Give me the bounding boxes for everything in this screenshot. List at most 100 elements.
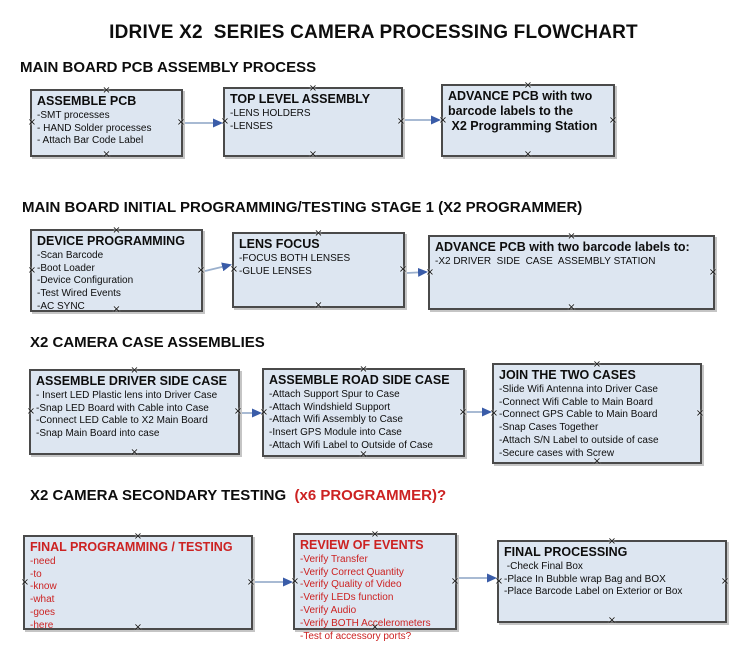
connection-handle-right: ×: [398, 264, 408, 275]
connection-handle-left: ×: [438, 114, 448, 126]
box-title: ASSEMBLE PCB: [37, 94, 137, 108]
connection-handle-right: ×: [720, 575, 730, 587]
box-item: -Test of accessory ports?: [300, 630, 412, 642]
flow-box-device-programming: DEVICE PROGRAMMING -Scan Barcode -Boot L…: [27, 226, 206, 315]
section-heading-initial-programming: MAIN BOARD INITIAL PROGRAMMING/TESTING S…: [22, 199, 582, 216]
flow-box-advance-pcb-driver-side-station: ADVANCE PCB with two barcode labels to: …: [426, 232, 718, 313]
flow-arrow: [406, 267, 428, 277]
connection-handle-left: ×: [494, 575, 504, 587]
section-heading-text: X2 CAMERA SECONDARY TESTING: [30, 487, 295, 504]
box-title: DEVICE PROGRAMMING: [37, 234, 185, 248]
connection-handle-left: ×: [259, 406, 269, 418]
connection-handle-right: ×: [458, 406, 468, 418]
box-item: -Connect LED Cable to X2 Main Board: [36, 415, 208, 427]
box-item: -Verify BOTH Accelerometers: [300, 617, 431, 629]
connection-handle-left: ×: [27, 117, 37, 128]
flow-box-assemble-pcb: ASSEMBLE PCB -SMT processes - HAND Solde…: [27, 86, 186, 160]
connection-handle-right: ×: [176, 117, 186, 128]
box-item: -LENSES: [230, 120, 273, 132]
box-item: -Place In Bubble wrap Bag and BOX: [504, 573, 666, 585]
connection-handle-bottom: ×: [308, 149, 318, 160]
flow-box-join-two-cases: JOIN THE TWO CASES -Slide Wifi Antenna i…: [489, 360, 704, 467]
connection-handle-left: ×: [290, 575, 300, 587]
box-item: -need: [30, 555, 56, 567]
flow-box-final-programming-testing: FINAL PROGRAMMING / TESTING -need -to -k…: [20, 532, 256, 633]
box-item: -Verify Transfer: [300, 553, 368, 565]
box-title: ASSEMBLE DRIVER SIDE CASE: [36, 374, 228, 388]
connection-handle-right: ×: [233, 406, 243, 417]
connection-handle-right: ×: [196, 264, 206, 276]
box-title: TOP LEVEL ASSEMBLY: [230, 92, 371, 106]
section-heading-text: MAIN BOARD PCB ASSEMBLY PROCESS: [20, 59, 317, 76]
page-title: IDRIVE X2 SERIES CAMERA PROCESSING FLOWC…: [109, 22, 638, 43]
box-title: REVIEW OF EVENTS: [300, 538, 424, 552]
box-title: JOIN THE TWO CASES: [499, 368, 636, 382]
connection-handle-left: ×: [489, 407, 499, 419]
flow-box-assemble-driver-side-case: ASSEMBLE DRIVER SIDE CASE - Insert LED P…: [26, 366, 243, 458]
section-heading-text: X2 CAMERA CASE ASSEMBLIES: [30, 334, 265, 351]
box-item: -Device Configuration: [37, 275, 134, 287]
connection-handle-left: ×: [27, 264, 37, 276]
section-heading-case-assemblies: X2 CAMERA CASE ASSEMBLIES: [30, 334, 265, 351]
connection-handle-left: ×: [20, 576, 30, 588]
box-title: ADVANCE PCB with two barcode labels to t…: [448, 89, 598, 133]
connection-handle-bottom: ×: [102, 149, 111, 160]
connection-handle-bottom: ×: [523, 149, 533, 160]
box-item: -Secure cases with Screw: [499, 447, 615, 459]
box-item: -Attach Support Spur to Case: [269, 388, 400, 400]
box-item: -GLUE LENSES: [239, 265, 312, 277]
box-item: -Snap LED Board with Cable into Case: [36, 402, 209, 414]
box-item: -Boot Loader: [37, 262, 95, 274]
box-item: -Attach S/N Label to outside of case: [499, 434, 659, 446]
connection-handle-right: ×: [708, 266, 718, 278]
box-item: -Attach Wifi Assembly to Case: [269, 414, 403, 426]
box-item: -Verify Correct Quantity: [300, 566, 404, 578]
box-item: -SMT processes: [37, 109, 110, 121]
box-item: -Check Final Box: [504, 560, 583, 572]
box-item: -X2 DRIVER SIDE CASE ASSEMBLY STATION: [435, 255, 656, 267]
section-heading-secondary-testing: X2 CAMERA SECONDARY TESTING (x6 PROGRAMM…: [30, 487, 446, 504]
box-item: -Snap Cases Together: [499, 422, 599, 434]
box-item: -Attach Wifi Label to Outside of Case: [269, 439, 433, 451]
box-title: LENS FOCUS: [239, 237, 320, 251]
box-title: ASSEMBLE ROAD SIDE CASE: [269, 373, 450, 387]
box-item: -Test Wired Events: [37, 288, 121, 300]
connection-handle-left: ×: [229, 264, 239, 275]
box-item: -Snap Main Board into case: [36, 428, 160, 440]
box-item: -AC SYNC: [37, 300, 85, 312]
box-item: - HAND Solder processes: [37, 122, 152, 134]
connection-handle-right: ×: [608, 114, 618, 126]
box-item: -Connect Wifi Cable to Main Board: [499, 396, 653, 408]
box-item: -FOCUS BOTH LENSES: [239, 252, 351, 264]
connection-handle-bottom: ×: [567, 302, 576, 313]
box-item: -LENS HOLDERS: [230, 107, 311, 119]
box-item: -goes: [30, 606, 56, 618]
box-item: -here: [30, 619, 54, 631]
flow-box-assemble-road-side-case: ASSEMBLE ROAD SIDE CASE -Attach Support …: [259, 365, 468, 460]
connection-handle-right: ×: [246, 576, 256, 588]
flow-box-final-processing: FINAL PROCESSING -Check Final Box -Place…: [494, 537, 730, 626]
box-item: -Place Barcode Label on Exterior or Box: [504, 586, 683, 598]
box-item: -Connect GPS Cable to Main Board: [499, 409, 658, 421]
connection-handle-bottom: ×: [130, 447, 139, 458]
box-item: -Verify Quality of Video: [300, 579, 402, 591]
box-item: -know: [30, 581, 57, 593]
section-heading-red-text: (x6 PROGRAMMER)?: [294, 487, 447, 504]
connection-handle-right: ×: [396, 116, 406, 127]
flow-box-lens-focus: LENS FOCUS -FOCUS BOTH LENSES -GLUE LENS…: [229, 229, 408, 311]
section-heading-text: MAIN BOARD INITIAL PROGRAMMING/TESTING S…: [22, 199, 583, 216]
section-heading-pcb-assembly: MAIN BOARD PCB ASSEMBLY PROCESS: [20, 59, 316, 76]
box-item: -Insert GPS Module into Case: [269, 427, 402, 439]
box-item: - Attach Bar Code Label: [37, 135, 144, 147]
box-title: FINAL PROGRAMMING / TESTING: [30, 540, 233, 554]
flow-box-top-level-assembly: TOP LEVEL ASSEMBLY -LENS HOLDERS -LENSES…: [221, 84, 406, 160]
box-item: -to: [30, 568, 42, 580]
box-item: -Verify LEDs function: [300, 592, 394, 604]
connection-handle-bottom: ×: [607, 615, 617, 626]
box-item: -Attach Windshield Support: [269, 401, 391, 413]
box-item: -Verify Audio: [300, 604, 357, 616]
box-title: ADVANCE PCB with two barcode labels to:: [435, 240, 690, 254]
box-item: -Slide Wifi Antenna into Driver Case: [499, 383, 658, 395]
connection-handle-left: ×: [26, 406, 36, 417]
